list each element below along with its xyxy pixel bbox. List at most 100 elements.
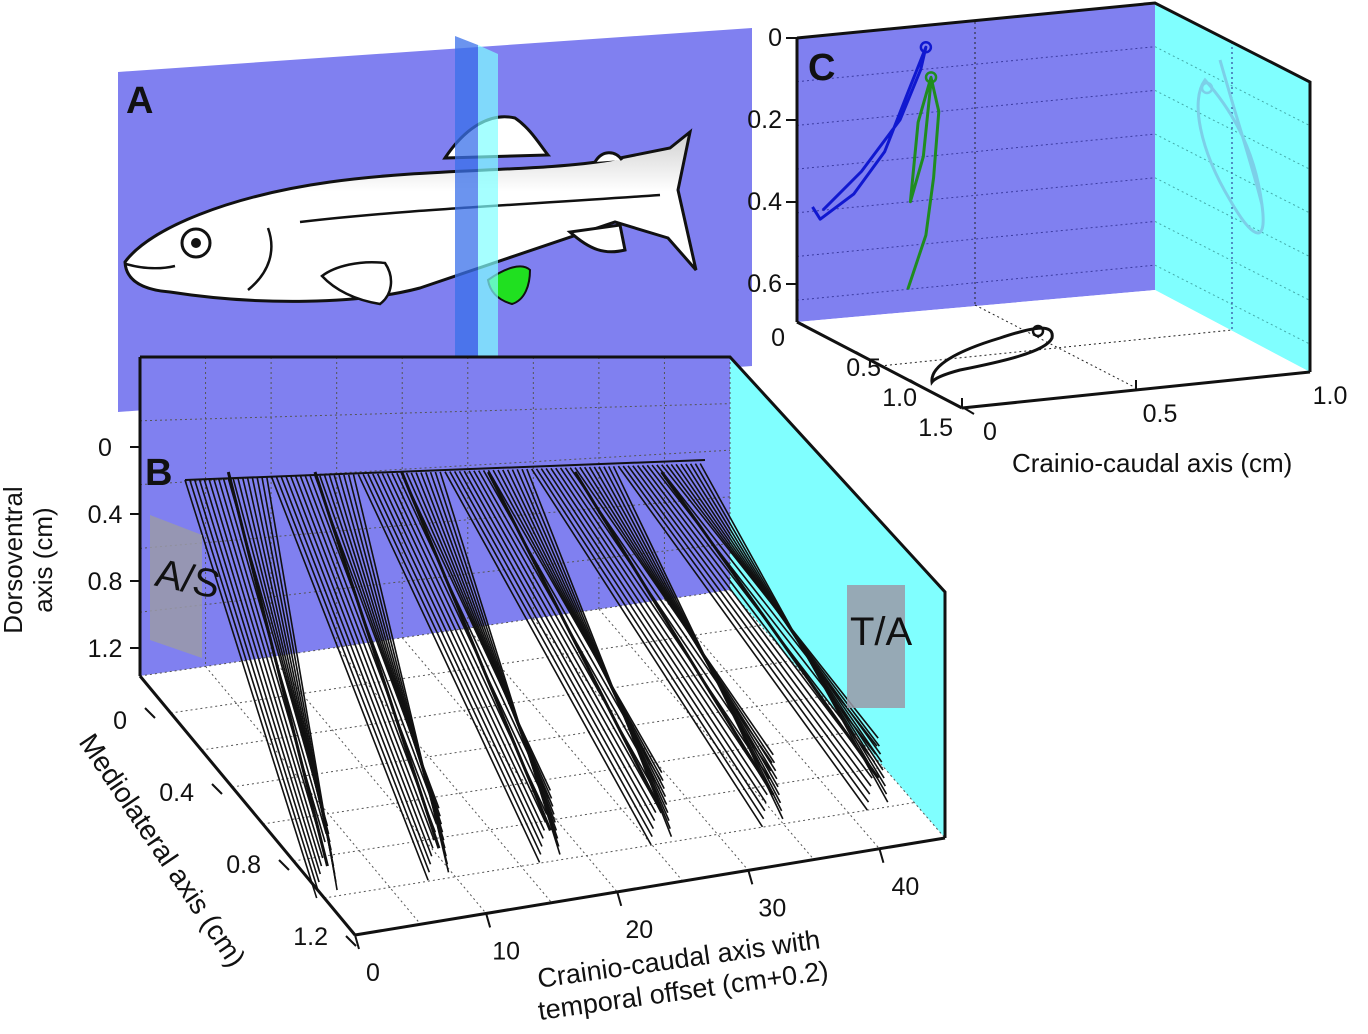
trace-line	[555, 467, 770, 788]
trace-line	[362, 473, 542, 855]
trace-line	[607, 466, 783, 812]
trace-line	[381, 473, 547, 823]
grid-line	[270, 656, 487, 914]
y-tick-label: 0	[113, 707, 127, 735]
trace-line	[184, 479, 318, 899]
trace-line	[280, 476, 432, 865]
transverse-plane-dark	[455, 36, 478, 378]
panel-c-letter: C	[808, 47, 835, 89]
grid-line	[139, 542, 731, 613]
x-tick-label: 10	[492, 937, 520, 965]
grid-line	[1154, 221, 1311, 301]
z-tick-label: 0.4	[88, 501, 123, 529]
y-tick	[144, 707, 156, 719]
trace-line	[400, 472, 552, 791]
floor	[140, 590, 945, 935]
y-tick	[801, 323, 813, 331]
trace-line	[270, 476, 429, 881]
trace-line	[405, 472, 553, 799]
x-tick-label: 0	[366, 959, 380, 987]
trace-line	[367, 473, 543, 847]
trace-top-edge	[184, 459, 706, 481]
z-tick-label: 0	[98, 434, 112, 462]
trace-line	[636, 465, 873, 779]
side-projection-trace	[1196, 59, 1265, 235]
y-tick-label: 0.8	[226, 851, 261, 879]
trace-line	[193, 479, 320, 883]
x-tick	[616, 891, 623, 907]
x-tick	[485, 913, 492, 928]
z-tick-label: 0.6	[747, 270, 782, 298]
trace-line	[497, 469, 665, 790]
trace-line	[352, 474, 450, 873]
trace-line	[540, 468, 766, 812]
inset-right-label: T/A	[850, 610, 913, 654]
trace-line	[550, 467, 768, 796]
x-tick	[878, 848, 885, 864]
x-tick-label: 30	[758, 894, 786, 922]
trace-line	[632, 465, 872, 787]
grid-line	[401, 637, 618, 893]
trace-line	[458, 470, 656, 822]
trace-line	[213, 478, 325, 851]
trace-line	[545, 468, 767, 804]
inset-transverse: T/A	[847, 585, 913, 708]
grid-line	[139, 496, 731, 549]
floor-projection-marker	[1031, 324, 1045, 338]
panel-a: A	[118, 28, 752, 412]
x-tick-label: 0.5	[1143, 400, 1178, 428]
grid-line	[205, 666, 421, 925]
trace-line	[410, 472, 554, 807]
floor-projection-trace	[930, 326, 1054, 386]
trace-line	[439, 471, 561, 855]
y-tick	[345, 935, 357, 947]
trace-line	[603, 466, 782, 804]
y-tick	[909, 379, 921, 387]
z-tick-label: 1.2	[88, 635, 123, 663]
grid-line	[467, 627, 684, 882]
trace-line	[357, 474, 541, 863]
x-tick	[747, 870, 754, 885]
blue-trace	[811, 45, 928, 221]
trace-line	[294, 476, 435, 841]
trace-line	[203, 479, 323, 867]
trace-line	[598, 466, 780, 796]
trace-line	[612, 465, 784, 820]
c-back-wall	[797, 3, 1155, 322]
y-tick-label: 1.0	[882, 384, 917, 412]
grid-line	[974, 304, 1141, 391]
grid-line	[139, 449, 731, 486]
trace-line	[309, 475, 439, 817]
z-tick-label: 0.4	[747, 188, 782, 216]
z-tick-label: 0	[768, 24, 782, 52]
trace-line	[313, 471, 441, 849]
trace-line	[535, 468, 765, 820]
panel-c-xlabel: Crainio-caudal axis (cm)	[1012, 448, 1292, 478]
y-tick	[855, 351, 867, 359]
trace-line	[372, 473, 544, 839]
trace-line	[516, 469, 670, 821]
trace-line	[290, 476, 434, 849]
trace-line	[449, 471, 653, 838]
x-tick	[354, 934, 360, 950]
panel-b: A/S T/A B 00.40.81.200.40.81.2010203040 …	[0, 355, 947, 1026]
y-tick-label: 0.4	[159, 779, 194, 807]
z-tick-label: 0.2	[747, 106, 782, 134]
trace-line	[376, 473, 546, 831]
panel-a-letter: A	[126, 80, 153, 122]
blue-start-marker	[919, 40, 933, 54]
trace-line	[444, 471, 652, 846]
panel-b-letter: B	[145, 452, 172, 494]
y-tick-label: 1.5	[918, 414, 953, 442]
x-tick-label: 1.0	[1313, 382, 1348, 410]
trace-line	[304, 475, 438, 825]
trace-line	[559, 467, 771, 780]
grid-line	[1154, 46, 1311, 127]
grid-line	[1154, 89, 1311, 170]
trace-line	[468, 470, 658, 806]
trace-line	[198, 479, 322, 875]
green-start-marker	[924, 71, 938, 84]
